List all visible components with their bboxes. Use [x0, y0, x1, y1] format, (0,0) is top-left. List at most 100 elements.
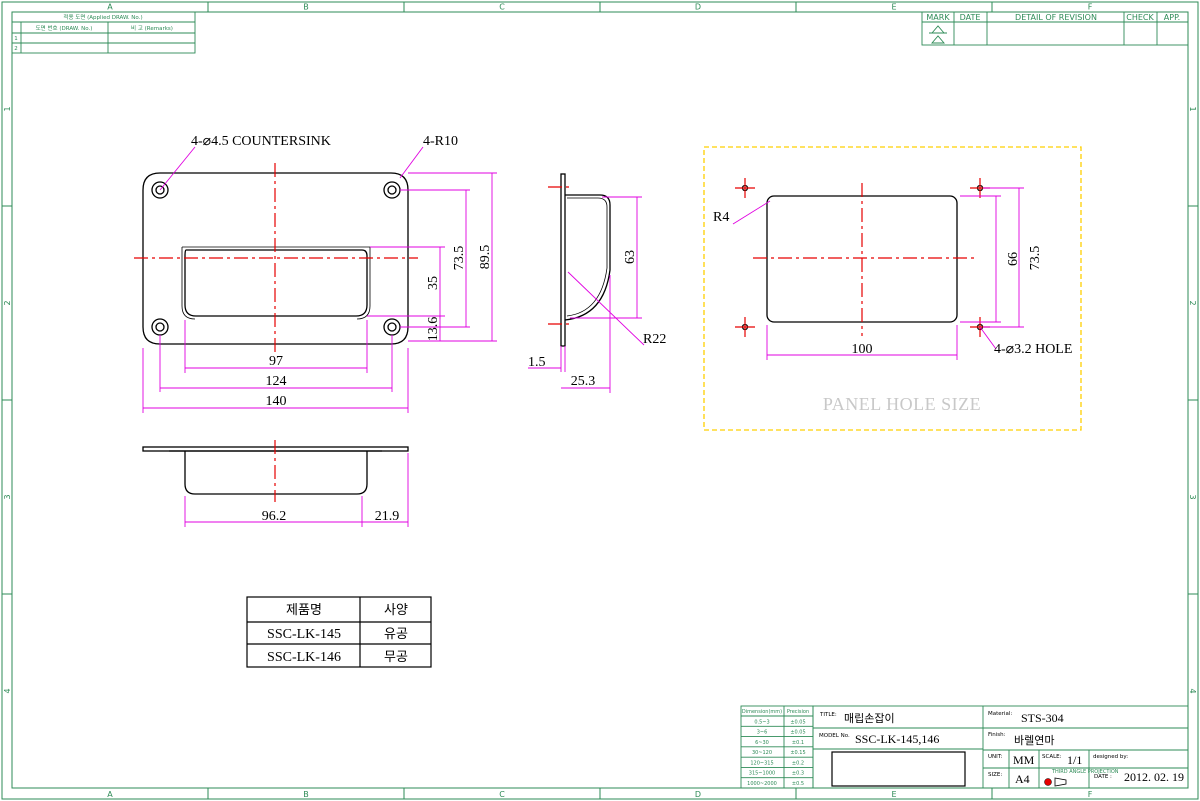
- zone-column-label: A: [107, 790, 113, 799]
- panel-hole-title: PANEL HOLE SIZE: [823, 394, 981, 414]
- product-name: SSC-LK-145: [267, 627, 341, 642]
- revision-table: MARK DATE DETAIL OF REVISION CHECK APP.: [921, 11, 1189, 46]
- countersink-note: 4-⌀4.5 COUNTERSINK: [191, 134, 331, 149]
- svg-text:21.9: 21.9: [375, 509, 400, 524]
- zone-column-label: C: [499, 790, 505, 799]
- product-name-header: 제품명: [286, 603, 322, 618]
- size-value: A4: [1015, 772, 1030, 786]
- date-label: DATE :: [1094, 774, 1112, 780]
- dimension-97: 97: [184, 320, 368, 373]
- zone-column-label: B: [303, 790, 309, 799]
- dimension-r22: R22: [567, 271, 666, 347]
- panel-hole-frame: [703, 146, 1082, 431]
- title-block: TITLE: 매립손잡이 MODEL No. SSC-LK-145,146 Ma…: [812, 705, 1189, 789]
- revision-date-header: DATE: [960, 13, 981, 22]
- dimension-96-2: 96.2: [184, 496, 363, 527]
- svg-text:1.5: 1.5: [528, 355, 546, 370]
- tolerance-range: 30~120: [752, 750, 772, 756]
- tolerance-range: 6~30: [755, 740, 769, 746]
- dimension-r4: R4: [713, 200, 771, 225]
- zone-column-label: F: [1088, 790, 1093, 799]
- dimension-21-9: 21.9: [362, 453, 409, 527]
- tolerance-range: 0.5~3: [754, 719, 769, 725]
- mounting-hole: [735, 317, 755, 337]
- remarks-header: 비 고 (Remarks): [131, 24, 173, 32]
- product-name: SSC-LK-146: [267, 650, 341, 665]
- svg-text:R22: R22: [643, 332, 666, 347]
- drawing-number-header: 도면 번호 (DRAW. No.): [36, 24, 93, 32]
- tolerance-precision: ±0.3: [792, 771, 804, 777]
- dimension-13-6: 13.6: [367, 315, 445, 342]
- dimension-73-5: 73.5: [400, 189, 470, 328]
- panel-hole-view: R4 66 73.5 100 4-⌀3.2 HOLE PANEL HOLE SI…: [703, 146, 1082, 431]
- svg-text:140: 140: [266, 394, 287, 409]
- dimension-124: 124: [159, 335, 393, 392]
- countersink-hole: [383, 318, 401, 336]
- zone-row-label: 4: [1188, 688, 1197, 693]
- product-spec: 유공: [384, 627, 408, 642]
- row-number: 1: [14, 36, 18, 42]
- zone-column-label: D: [695, 790, 701, 799]
- tolerance-range: 315~1000: [749, 771, 775, 777]
- svg-text:97: 97: [269, 354, 283, 369]
- zone-column-label: E: [891, 790, 896, 799]
- applied-drawing-table: 적용 도면 (Applied DRAW. No.) 도면 번호 (DRAW. N…: [11, 11, 196, 54]
- applied-drawing-header: 적용 도면 (Applied DRAW. No.): [63, 13, 142, 21]
- drawing-title: 매립손잡이: [844, 712, 895, 725]
- front-view: 4-⌀4.5 COUNTERSINK 4-R10 97 124 140 35: [134, 134, 497, 413]
- tolerance-precision: ±0.15: [790, 750, 805, 756]
- svg-text:73.5: 73.5: [1028, 246, 1043, 271]
- dimension-140: 140: [142, 348, 409, 413]
- zone-column-label: B: [303, 3, 309, 12]
- scale-label: SCALE:: [1042, 754, 1062, 760]
- tolerance-range: 1000~2000: [747, 781, 777, 787]
- zone-column-label: F: [1088, 3, 1093, 12]
- material-value: STS-304: [1021, 711, 1064, 725]
- dimension-35: 35: [370, 246, 445, 319]
- svg-text:R4: R4: [713, 210, 729, 225]
- tolerance-precision: ±0.1: [792, 740, 804, 746]
- product-spec-header: 사양: [384, 603, 408, 618]
- row-number: 2: [14, 46, 18, 52]
- unit-value: MM: [1013, 753, 1035, 767]
- zone-column-label: A: [107, 3, 113, 12]
- svg-text:100: 100: [852, 342, 873, 357]
- zone-row-label: 3: [3, 494, 12, 499]
- countersink-hole: [383, 181, 401, 199]
- model-number: SSC-LK-145,146: [855, 732, 939, 746]
- zone-row-label: 3: [1188, 494, 1197, 499]
- tolerance-range: 120~315: [750, 760, 773, 766]
- hole-note: 4-⌀3.2 HOLE: [979, 326, 1072, 357]
- dimension-66: 66: [960, 195, 1021, 323]
- svg-text:63: 63: [623, 250, 638, 264]
- svg-text:25.3: 25.3: [571, 374, 596, 389]
- zone-column-label: D: [695, 3, 701, 12]
- revision-mark-header: MARK: [926, 13, 950, 22]
- countersink-hole: [151, 318, 169, 336]
- product-spec: 무공: [384, 650, 408, 665]
- svg-text:89.5: 89.5: [478, 245, 493, 270]
- svg-text:124: 124: [266, 374, 287, 389]
- dimension-100: 100: [766, 325, 958, 360]
- side-view: 63 R22 1.5 25.3: [528, 173, 666, 393]
- designed-label: designed by:: [1093, 754, 1128, 760]
- tolerance-precision-header: Precision: [787, 709, 809, 715]
- tolerance-precision: ±0.5: [792, 781, 804, 787]
- title-label: TITLE:: [819, 712, 837, 718]
- bottom-view: 96.2 21.9: [142, 440, 409, 527]
- material-label: Material:: [988, 711, 1012, 717]
- zone-row-label: 1: [3, 106, 12, 111]
- svg-text:35: 35: [426, 276, 441, 290]
- dimension-63: 63: [570, 196, 642, 319]
- finish-value: 바렐연마: [1014, 734, 1054, 747]
- zone-row-label: 2: [1188, 300, 1197, 305]
- svg-text:73.5: 73.5: [452, 246, 467, 271]
- revision-detail-header: DETAIL OF REVISION: [1015, 13, 1097, 22]
- svg-text:66: 66: [1006, 252, 1021, 266]
- svg-text:4-⌀3.2 HOLE: 4-⌀3.2 HOLE: [994, 342, 1072, 357]
- revision-triangle-icon: [929, 25, 947, 44]
- model-label: MODEL No.: [819, 733, 850, 739]
- unit-label: UNIT:: [988, 754, 1003, 760]
- svg-text:96.2: 96.2: [262, 509, 287, 524]
